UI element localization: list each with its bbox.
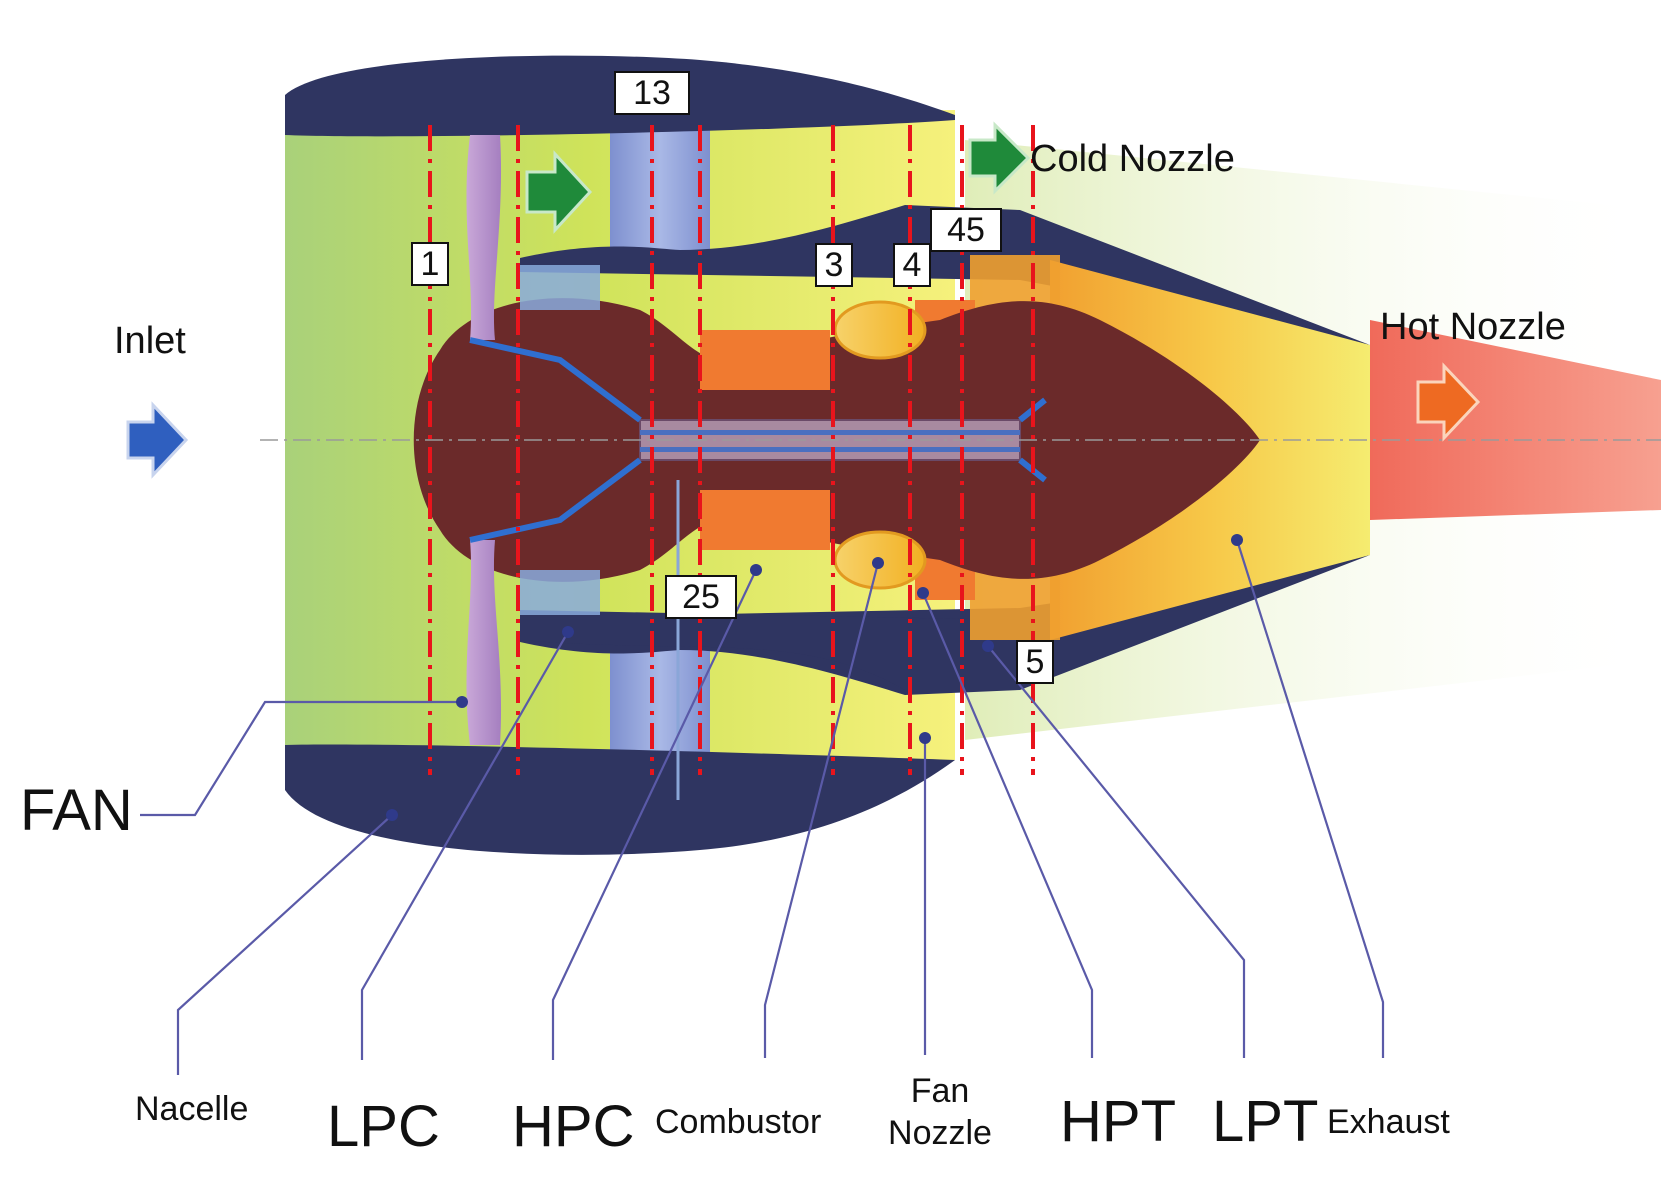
station-1-box: 1: [411, 242, 449, 286]
nacelle-bottom: [285, 744, 955, 855]
combustor-label: Combustor: [655, 1103, 822, 1141]
station-5-box: 5: [1016, 640, 1054, 684]
hot-nozzle-arrow-icon: [1416, 362, 1481, 442]
hpc-stages: [700, 330, 830, 550]
fan-nozzle-label-line2: Nozzle: [888, 1114, 992, 1152]
fan-label: FAN: [20, 778, 133, 843]
station-3-box: 3: [815, 243, 853, 287]
exhaust-label: Exhaust: [1327, 1103, 1450, 1141]
station-25-box: 25: [665, 575, 737, 619]
fan-nozzle-label: Fan Nozzle: [885, 1074, 995, 1150]
station-45-box: 45: [930, 208, 1002, 252]
core-cowl-lower-body: [520, 610, 1020, 690]
station-4-box: 4: [893, 243, 931, 287]
fan-nozzle-label-line1: Fan: [910, 1072, 970, 1110]
bypass-outlet-guide-vanes: [610, 120, 710, 250]
bypass-arrow-icon: [525, 150, 593, 234]
leader-lines: [140, 539, 1385, 1075]
inlet-arrow-icon: [126, 401, 189, 479]
station-13-box: 13: [614, 71, 690, 115]
lpt-label: LPT: [1212, 1089, 1319, 1154]
fan-blade-top: [466, 135, 502, 340]
leader-dots: [386, 534, 1243, 821]
core-cowl-top: [520, 205, 1370, 345]
inlet-label: Inlet: [114, 320, 186, 362]
frame-structures: [469, 337, 1047, 543]
cold-nozzle-label: Cold Nozzle: [1030, 138, 1235, 180]
nacelle-label: Nacelle: [135, 1090, 249, 1128]
cold-nozzle-arrow-icon: [968, 121, 1031, 195]
lpc-stages: [520, 265, 600, 615]
fan-blade-bottom: [466, 540, 502, 745]
hpt-label: HPT: [1060, 1089, 1176, 1154]
hot-nozzle-label: Hot Nozzle: [1380, 306, 1566, 348]
lpc-label: LPC: [327, 1094, 440, 1159]
hpc-label: HPC: [512, 1094, 635, 1159]
